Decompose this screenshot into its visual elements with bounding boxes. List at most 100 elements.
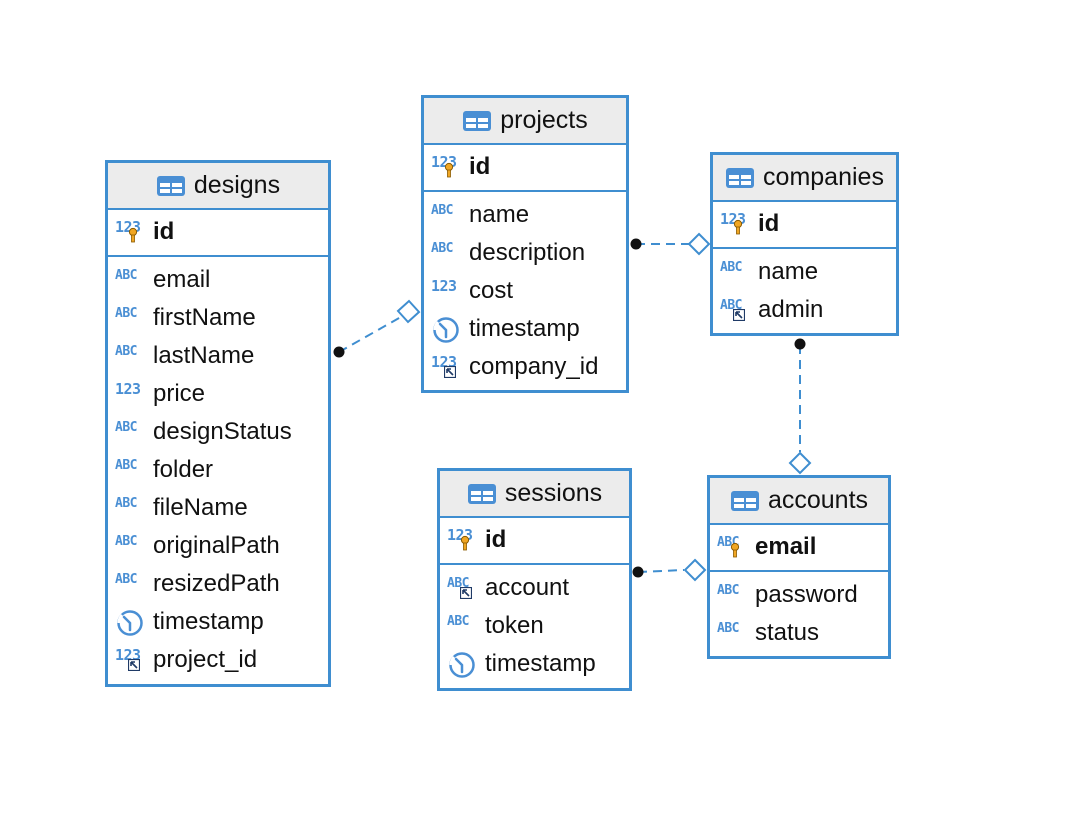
number-type-icon: 123 [713,205,753,243]
primary-key-name: id [758,210,780,237]
table-title: companies [763,163,884,191]
text-type-icon: ABC [713,291,753,329]
text-type-icon: ABC [713,253,753,291]
text-type-icon: ABC [440,569,480,607]
text-type-icon: ABC [440,607,480,645]
foreign-key-icon [128,659,140,671]
link-end-dot [632,566,644,578]
timestamp-type-icon [108,603,148,641]
text-type-icon: ABC [710,614,750,652]
column-name: project_id [153,646,258,673]
foreign-key-icon [444,366,456,378]
clock-icon [117,610,143,636]
column-name: resizedPath [153,570,280,597]
timestamp-type-icon [440,645,480,683]
type-badge-label: 123 [115,380,141,398]
table-header[interactable]: designs [108,163,328,210]
type-badge-label: ABC [431,203,453,218]
number-type-icon: 123 [108,375,148,413]
link-end-diamond [396,299,421,324]
column-name: admin [758,296,824,323]
column-name: account [485,574,570,601]
table-header[interactable]: sessions [440,471,629,518]
table-header[interactable]: projects [424,98,626,145]
column-name: timestamp [153,608,264,635]
key-icon [733,219,743,235]
column-name: name [469,201,530,228]
type-badge-label: 123 [431,277,457,295]
foreign-key-icon [733,309,745,321]
text-type-icon: ABC [108,299,148,337]
timestamp-type-icon [424,310,464,348]
clock-icon [449,652,475,678]
column-name: description [469,239,586,266]
column-row[interactable]: ABC name [424,196,626,234]
table-icon [463,110,492,131]
number-type-icon: 123 [440,521,480,559]
column-name: company_id [469,353,599,380]
table-header[interactable]: accounts [710,478,888,525]
table-header[interactable]: companies [713,155,896,202]
number-type-icon: 123 [108,213,148,251]
link-end-dot [630,238,642,250]
column-name: firstName [153,304,256,331]
clock-icon [433,317,459,343]
link-end-diamond [687,232,711,256]
column-row[interactable]: timestamp [440,645,629,683]
number-type-icon: 123 [424,148,464,186]
link-end-dot [794,338,806,350]
column-row[interactable]: timestamp [424,310,626,348]
text-type-icon: ABC [424,196,464,234]
column-name: fileName [153,494,248,521]
text-type-icon: ABC [108,527,148,565]
table-title: sessions [504,479,603,507]
type-badge-label: ABC [115,268,137,283]
column-name: timestamp [469,315,580,342]
type-badge-label: ABC [431,241,453,256]
primary-key-name: email [755,533,817,560]
column-row[interactable]: ABC description [424,234,626,272]
link-end-diamond [788,451,812,475]
column-name: name [758,258,819,285]
column-row[interactable]: timestamp [108,603,328,641]
column-name: designStatus [153,418,292,445]
foreign-key-icon [460,587,472,599]
primary-key-name: id [485,526,507,553]
column-name: password [755,581,858,608]
link-end-dot [333,346,345,358]
text-type-icon: ABC [108,565,148,603]
type-badge-label: ABC [115,458,137,473]
